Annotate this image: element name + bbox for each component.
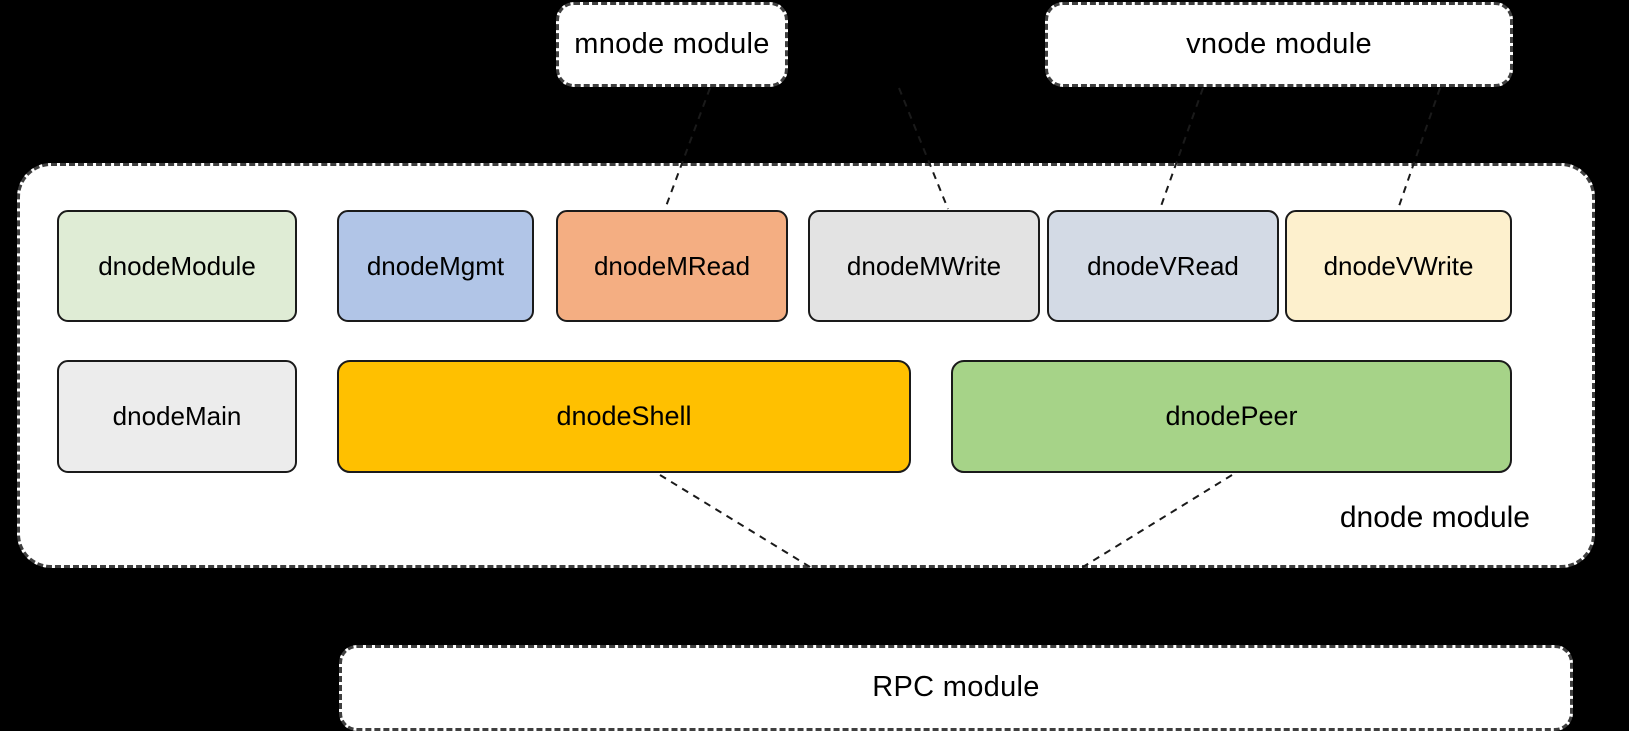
node-dnodeshell[interactable]: dnodeShell	[337, 360, 911, 473]
node-label: dnodeShell	[556, 401, 692, 431]
dnode-module-label: dnode module	[1339, 501, 1530, 534]
node-dnodepeer[interactable]: dnodePeer	[951, 360, 1512, 473]
node-dnodemwrite[interactable]: dnodeMWrite	[808, 210, 1040, 322]
node-label: dnodeMgmt	[366, 250, 505, 281]
node-label: dnodePeer	[1165, 401, 1298, 431]
node-dnodevwrite[interactable]: dnodeVWrite	[1285, 210, 1512, 322]
rpc-module-box[interactable]: RPC module	[339, 645, 1573, 731]
vnode-module-box[interactable]: vnode module	[1045, 2, 1513, 87]
mnode-module-label: mnode module	[574, 28, 770, 60]
node-dnodevread[interactable]: dnodeVRead	[1047, 210, 1279, 322]
node-label: dnodeVRead	[1087, 250, 1239, 281]
vnode-module-label: vnode module	[1186, 28, 1372, 60]
node-label: dnodeMWrite	[846, 250, 1002, 281]
node-label: dnodeModule	[98, 250, 256, 281]
node-label: dnodeMRead	[593, 250, 751, 281]
node-dnodemread[interactable]: dnodeMRead	[556, 210, 788, 322]
node-label: dnodeVWrite	[1323, 250, 1474, 281]
node-label: dnodeMain	[112, 401, 242, 431]
node-dnodemodule[interactable]: dnodeModule	[57, 210, 297, 322]
node-dnodemgmt[interactable]: dnodeMgmt	[337, 210, 534, 322]
mnode-module-box[interactable]: mnode module	[556, 2, 788, 87]
rpc-module-label: RPC module	[872, 670, 1040, 703]
node-dnodemain[interactable]: dnodeMain	[57, 360, 297, 473]
